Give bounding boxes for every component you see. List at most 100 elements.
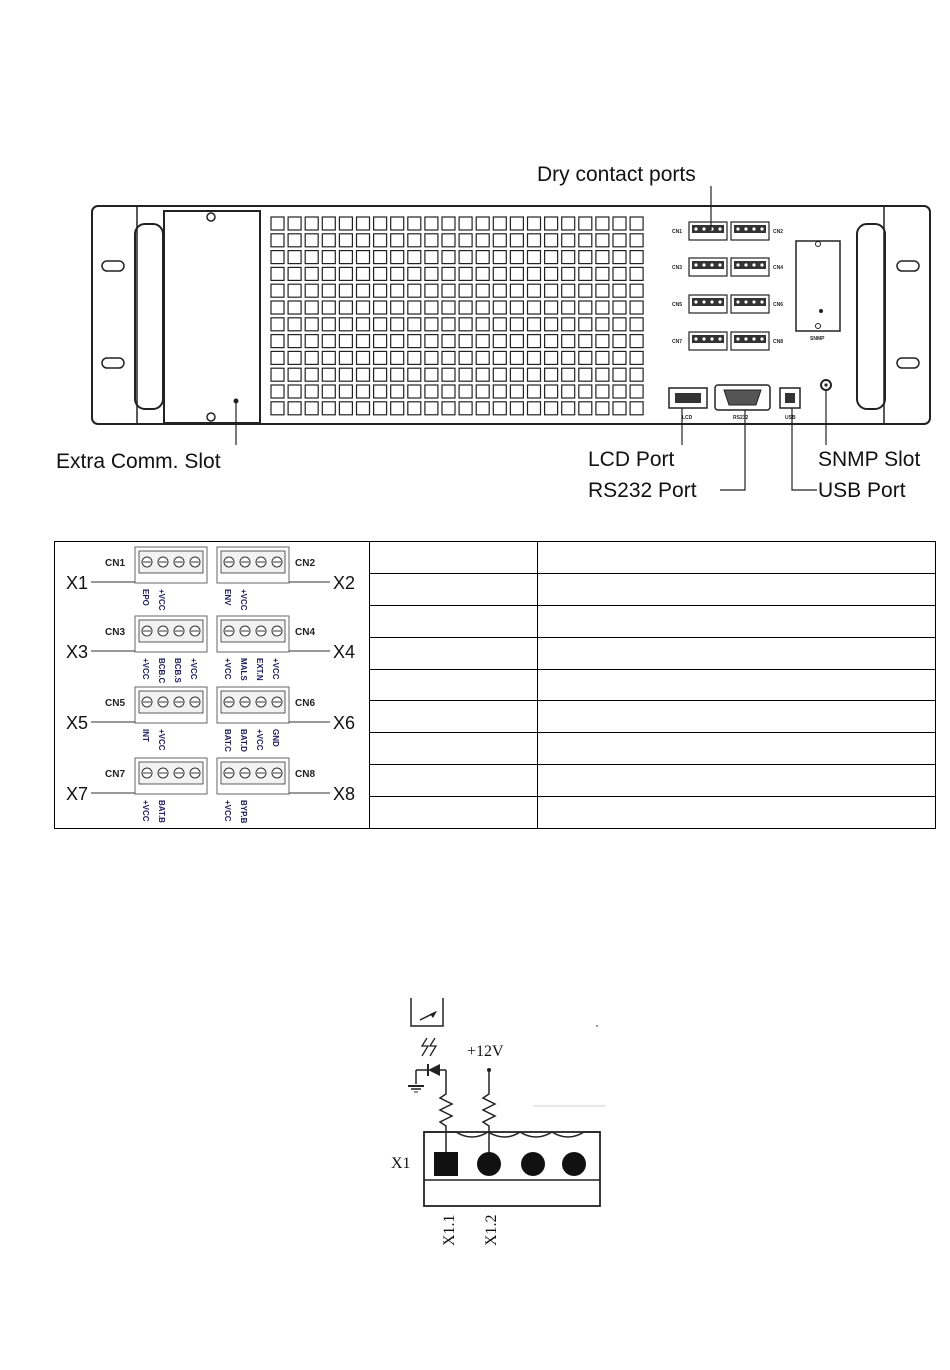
- vent-hole: [355, 317, 371, 332]
- connector-body: [138, 761, 204, 785]
- vent-hole: [407, 250, 422, 265]
- vent-hole: [270, 266, 285, 281]
- callout-lcd: LCD Port: [588, 448, 675, 471]
- vent-hole: [526, 283, 542, 298]
- terminal-id-label: X5: [66, 713, 88, 733]
- pin-label: INT: [141, 729, 150, 742]
- connector-terminals: [692, 298, 724, 306]
- table-cell: [369, 636, 538, 670]
- snmp-slot: [795, 240, 841, 332]
- vent-hole: [287, 350, 302, 365]
- vent-hole: [407, 283, 422, 298]
- vent-hole: [595, 401, 610, 416]
- extra-comm-slot: [163, 210, 261, 424]
- vent-hole: [543, 350, 559, 365]
- terminal-screw: [718, 263, 722, 267]
- vent-hole: [543, 266, 559, 281]
- connector-terminals: [734, 335, 766, 343]
- vent-hole: [629, 384, 644, 399]
- vent-hole: [612, 266, 627, 281]
- terminal-pin-round: [562, 1152, 586, 1176]
- vent-hole: [304, 334, 319, 349]
- vent-hole: [355, 401, 371, 416]
- vent-hole: [287, 300, 302, 315]
- terminal-screw: [694, 263, 698, 267]
- vent-hole: [270, 350, 285, 365]
- vent-hole: [509, 250, 524, 265]
- terminal-screw: [702, 227, 706, 231]
- vent-hole: [612, 317, 627, 332]
- callout-rs232: RS232 Port: [588, 479, 697, 502]
- terminal-screw: [694, 227, 698, 231]
- vent-hole: [424, 401, 439, 416]
- terminal-label: X1: [391, 1155, 411, 1172]
- pin-label: +VCC: [141, 658, 150, 680]
- vent-hole: [561, 250, 576, 265]
- vent-hole: [509, 334, 524, 349]
- connector-body: [220, 550, 286, 574]
- vent-hole: [475, 367, 490, 382]
- vent-hole: [561, 350, 576, 365]
- vent-hole: [509, 350, 524, 365]
- vent-hole: [612, 367, 627, 382]
- vent-hole: [321, 250, 336, 265]
- vent-hole: [578, 401, 593, 416]
- vent-hole: [390, 250, 405, 265]
- vent-hole: [424, 317, 439, 332]
- vent-hole: [424, 250, 439, 265]
- vent-hole: [338, 401, 353, 416]
- vent-hole: [475, 401, 490, 416]
- screw-icon: [815, 323, 821, 329]
- vent-hole: [373, 334, 388, 349]
- vent-hole: [612, 300, 627, 315]
- chassis-outline: [91, 205, 931, 425]
- snmp-panel-label: SNMP: [810, 336, 825, 342]
- table-row: [55, 764, 936, 797]
- vent-hole: [629, 283, 644, 298]
- vent-hole: [475, 300, 490, 315]
- vent-hole: [304, 384, 319, 399]
- vent-hole: [390, 300, 405, 315]
- vent-hole: [578, 266, 593, 281]
- table-cell: [369, 764, 538, 797]
- vent-hole: [270, 300, 285, 315]
- vent-hole: [441, 350, 456, 365]
- vent-hole: [492, 283, 507, 298]
- callout-usb: USB Port: [818, 479, 906, 502]
- vent-hole: [492, 317, 507, 332]
- vent-hole: [526, 401, 542, 416]
- vent-hole: [287, 384, 302, 399]
- vent-hole: [373, 250, 388, 265]
- vent-hole: [526, 216, 542, 231]
- pin-label-x1-2: X1.2: [483, 1214, 500, 1246]
- terminal-screw: [702, 263, 706, 267]
- vent-hole: [475, 250, 490, 265]
- vent-hole: [475, 384, 490, 399]
- resistor-icon: [438, 1086, 454, 1170]
- vent-hole: [355, 367, 371, 382]
- vent-hole: [578, 300, 593, 315]
- lcd-panel-label: LCD: [682, 415, 693, 421]
- connector-body: [138, 690, 204, 714]
- connector-terminals: [734, 225, 766, 233]
- vent-hole: [373, 266, 388, 281]
- vent-hole: [509, 216, 524, 231]
- vent-hole: [509, 367, 524, 382]
- vent-hole: [287, 334, 302, 349]
- table-cell: [369, 668, 538, 702]
- vent-hole: [458, 283, 473, 298]
- terminal-screw: [702, 300, 706, 304]
- vent-hole: [390, 266, 405, 281]
- vent-hole: [424, 216, 439, 231]
- vent-hole: [475, 266, 490, 281]
- vent-hole: [441, 250, 456, 265]
- vent-hole: [270, 250, 285, 265]
- vent-hole: [407, 233, 422, 248]
- vent-hole: [578, 317, 593, 332]
- terminal-screw: [710, 337, 714, 341]
- vent-hole: [543, 384, 559, 399]
- vent-hole: [475, 334, 490, 349]
